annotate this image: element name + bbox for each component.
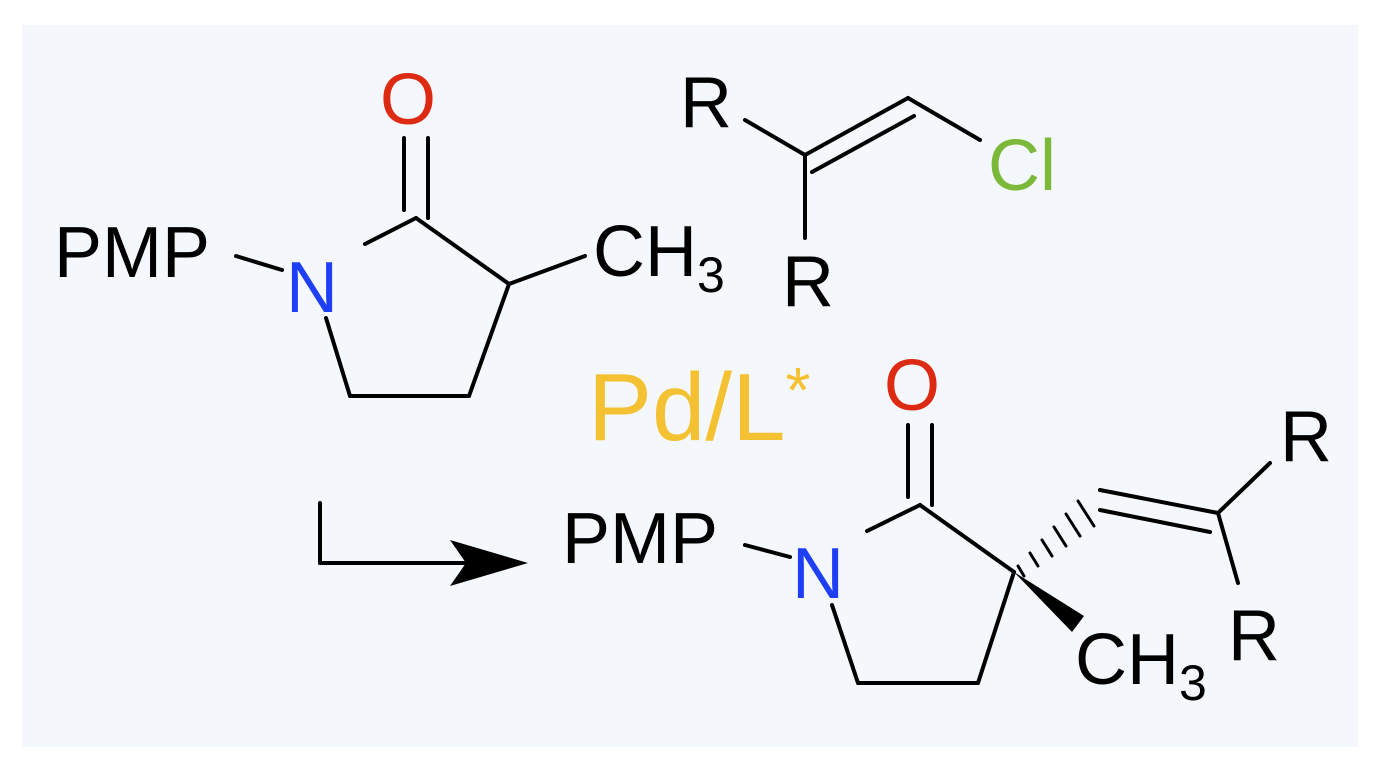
product-methyl-ch: CH (1075, 620, 1179, 700)
reactant-lactam: PMP N O CH3 (54, 60, 725, 398)
product-lactam: PMP N O CH3 R R (562, 346, 1332, 711)
product-oxygen-label: O (884, 346, 940, 426)
scheme-background (22, 25, 1358, 747)
product-nitrogen-label: N (792, 534, 844, 614)
product-methyl-subscript: 3 (1179, 655, 1207, 711)
catalyst-chiral-star: * (785, 354, 810, 426)
lactam-methyl-subscript: 3 (697, 247, 725, 303)
catalyst: Pd/L* (588, 354, 810, 461)
vinyl-r1-label: R (680, 63, 732, 143)
lactam-methyl-label: CH3 (593, 212, 725, 303)
hashed-wedge-bond (1016, 499, 1096, 578)
reaction-arrow-icon (318, 501, 528, 586)
lactam-nitrogen-label: N (286, 248, 338, 328)
vinyl-chlorine-label: Cl (988, 126, 1056, 206)
product-r2-label: R (1228, 596, 1280, 676)
catalyst-label: Pd/L* (588, 354, 810, 461)
lactam-pmp-label: PMP (54, 213, 210, 293)
reactant-vinyl-chloride: R R Cl (680, 63, 1056, 322)
vinyl-r2-label: R (782, 242, 834, 322)
product-methyl-label: CH3 (1075, 620, 1207, 711)
product-pmp-label: PMP (562, 499, 718, 579)
lactam-methyl-ch: CH (593, 212, 697, 292)
product-r1-label: R (1280, 397, 1332, 477)
catalyst-pd-ligand: Pd/L (588, 354, 785, 461)
lactam-oxygen-label: O (380, 60, 436, 140)
solid-wedge-bond (1014, 572, 1084, 632)
